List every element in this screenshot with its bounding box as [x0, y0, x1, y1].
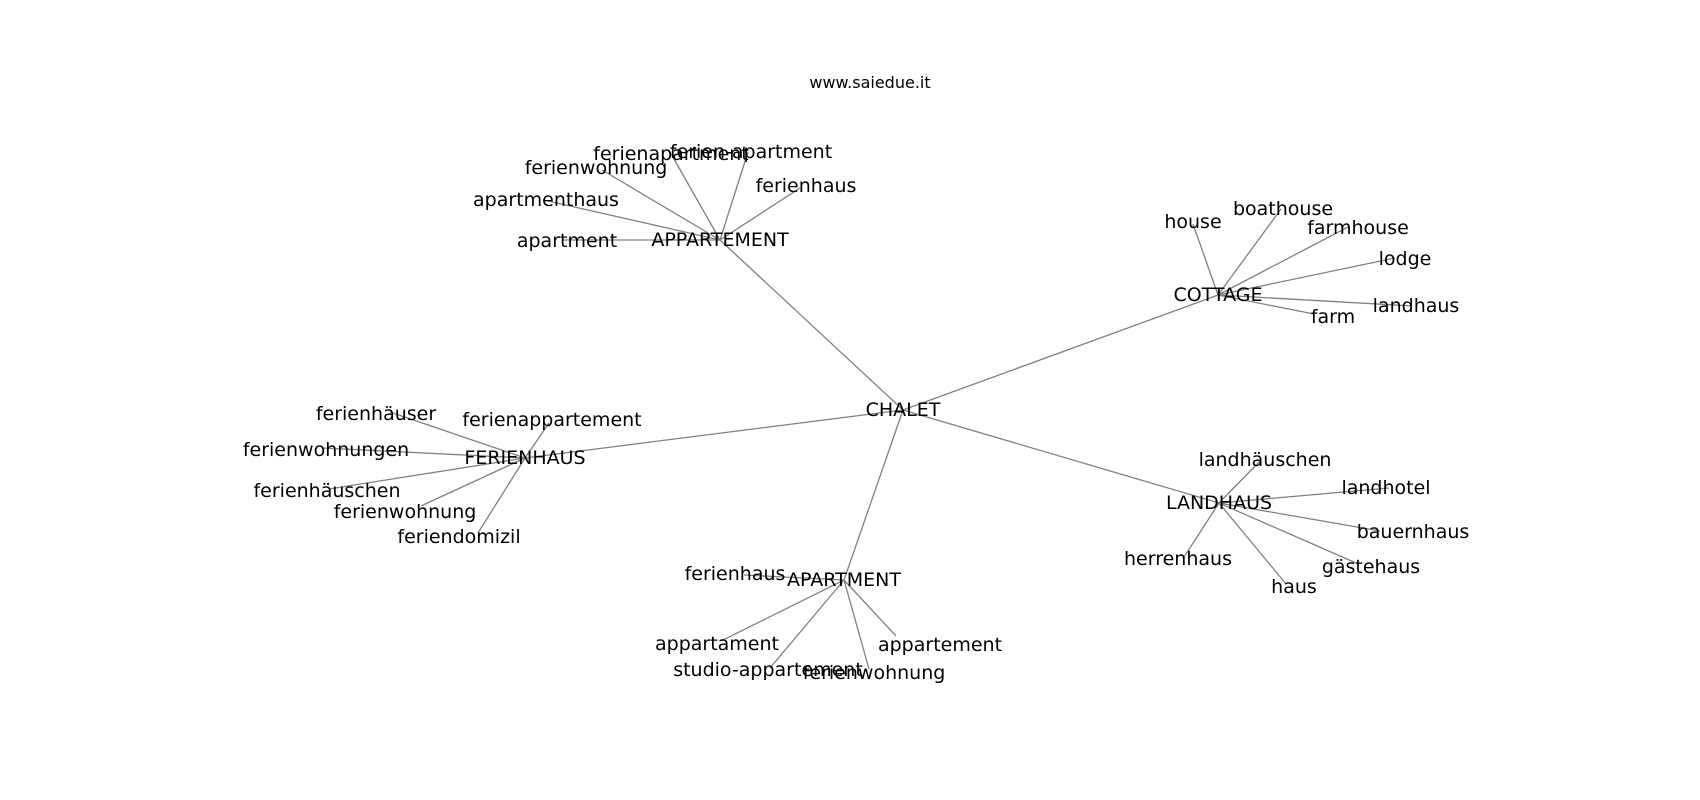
watermark-text: www.saiedue.it: [809, 73, 930, 92]
leaf-node-label: appartament: [655, 633, 779, 655]
edge-apartment-leaf-2: [843, 579, 897, 637]
edge-appartement-leaf-4: [547, 200, 721, 241]
edge-cottage-leaf-4: [1217, 294, 1413, 307]
edge-cottage-leaf-2: [1217, 226, 1349, 296]
leaf-node-label: haus: [1271, 576, 1317, 598]
leaf-node-label: studio-appartement: [673, 659, 863, 681]
edge-appartement-leaf-1: [719, 151, 749, 241]
leaf-node-label: ferienwohnung: [803, 662, 946, 684]
edge-ferienhaus-leaf-4: [420, 457, 526, 507]
edge-landhaus-leaf-4: [1218, 502, 1287, 585]
edge-chalet-appartement: [719, 239, 904, 411]
edge-ferienhaus-leaf-1: [524, 422, 550, 459]
leaf-node-label: ferien-apartment: [670, 141, 832, 163]
edge-cottage-leaf-5: [1217, 294, 1315, 315]
leaf-node-label: ferienhaus: [756, 175, 857, 197]
edge-appartement-leaf-2: [601, 169, 721, 241]
leaf-node-label: apartment: [517, 230, 617, 252]
leaf-node-label: apartmenthaus: [473, 189, 619, 211]
edge-layer: [322, 151, 1413, 670]
leaf-node-label: boathouse: [1233, 198, 1333, 220]
leaf-node-label: gästehaus: [1322, 556, 1420, 578]
edge-landhaus-leaf-1: [1218, 487, 1390, 504]
edge-chalet-ferienhaus: [524, 409, 904, 459]
leaf-node-label: farm: [1311, 306, 1355, 328]
edge-ferienhaus-leaf-0: [389, 411, 526, 459]
leaf-node-label: appartement: [878, 634, 1002, 656]
edge-cottage-leaf-0: [1192, 223, 1219, 296]
edge-chalet-cottage: [902, 294, 1219, 411]
leaf-node-label: ferienappartement: [462, 409, 641, 431]
leaf-node-label: landhaus: [1373, 295, 1460, 317]
edge-apartment-leaf-1: [720, 579, 845, 642]
edge-landhaus-leaf-5: [1183, 502, 1220, 558]
edge-appartement-leaf-3: [719, 187, 801, 241]
edge-landhaus-leaf-0: [1218, 460, 1261, 504]
leaf-node-label: ferienapartment: [593, 143, 749, 165]
leaf-node-label: bauernhaus: [1357, 521, 1470, 543]
leaf-node-label: house: [1164, 211, 1221, 233]
edge-apartment-leaf-0: [743, 574, 845, 581]
label-layer: ferienapartmentferien-apartmentferienwoh…: [243, 141, 1469, 684]
leaf-node-label: ferienhäuschen: [253, 480, 400, 502]
edge-cottage-leaf-3: [1217, 257, 1396, 296]
root-node-chalet: CHALET: [866, 399, 941, 421]
leaf-node-label: ferienhaus: [685, 563, 786, 585]
edge-landhaus-leaf-2: [1218, 502, 1381, 532]
leaf-node-label: feriendomizil: [397, 526, 520, 548]
leaf-node-label: herrenhaus: [1124, 548, 1232, 570]
leaf-node-label: farmhouse: [1307, 217, 1409, 239]
leaf-node-label: landhäuschen: [1199, 449, 1332, 471]
leaf-node-label: ferienwohnung: [525, 157, 668, 179]
hub-node-landhaus: LANDHAUS: [1166, 492, 1272, 514]
leaf-node-label: ferienwohnungen: [243, 439, 409, 461]
leaf-node-label: lodge: [1379, 248, 1432, 270]
leaf-node-label: landhotel: [1341, 477, 1430, 499]
leaf-node-label: ferienwohnung: [334, 501, 477, 523]
edge-ferienhaus-leaf-5: [477, 457, 526, 534]
edge-chalet-landhaus: [902, 409, 1220, 504]
edge-apartment-leaf-3: [769, 579, 845, 669]
hub-node-appartement: APPARTEMENT: [651, 229, 789, 251]
edge-chalet-apartment: [843, 409, 904, 581]
edge-apartment-leaf-4: [843, 579, 870, 670]
hub-node-ferienhaus: FERIENHAUS: [464, 447, 585, 469]
hub-node-apartment: APARTMENT: [787, 569, 901, 591]
edge-appartement-leaf-0: [669, 151, 721, 241]
edge-ferienhaus-leaf-3: [328, 457, 526, 490]
edge-landhaus-leaf-3: [1218, 502, 1357, 564]
edge-cottage-leaf-1: [1217, 208, 1282, 296]
hub-node-cottage: COTTAGE: [1173, 284, 1262, 306]
edge-ferienhaus-leaf-2: [322, 447, 526, 459]
leaf-node-label: ferienhäuser: [316, 403, 437, 425]
